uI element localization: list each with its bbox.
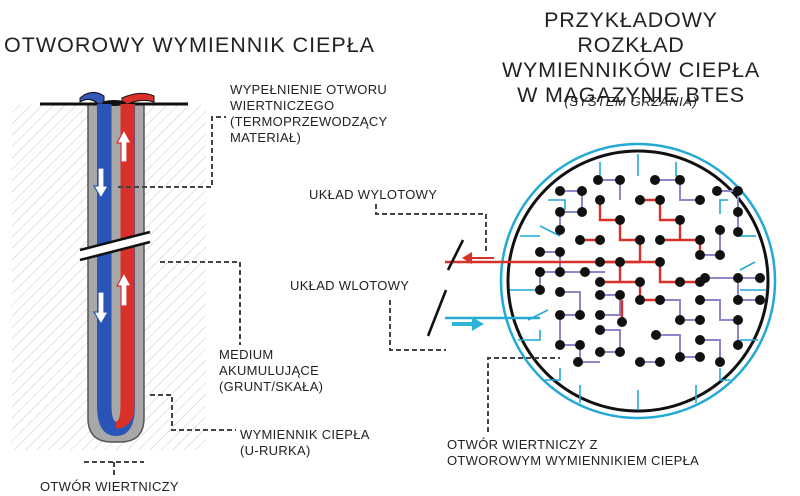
up-arrow-icon <box>115 128 133 307</box>
inlet-break-mark <box>426 289 448 337</box>
right-title: PRZYKŁADOWY ROZKŁAD WYMIENNIKÓW CIEPŁA W… <box>488 8 774 108</box>
inlet-grid <box>510 154 766 410</box>
down-arrow-icon <box>92 167 110 326</box>
label-line: (GRUNT/SKAŁA) <box>219 379 324 394</box>
label-inlet-system: UKŁAD WLOTOWY <box>290 278 410 293</box>
break-mark <box>79 230 151 262</box>
outlet-break-mark <box>446 239 465 271</box>
label-line: (TERMOPRZEWODZĄCY <box>230 114 388 129</box>
label-line: MEDIUM <box>219 347 274 362</box>
u-tube-hot-inner <box>115 104 135 429</box>
label-borehole-fill: WYPEŁNIENIE OTWORU WIERTNICZEGO (TERMOPR… <box>230 82 387 146</box>
u-tube-cold-outer <box>97 104 117 436</box>
label-line: WYPEŁNIENIE OTWORU <box>230 82 388 97</box>
borehole-shape <box>87 103 145 443</box>
branch-pipes <box>539 179 760 363</box>
btes-outer-ring <box>499 142 777 420</box>
right-title-line: WYMIENNIKÓW CIEPŁA <box>501 58 761 82</box>
left-title: OTWOROWY WYMIENNIK CIEPŁA <box>4 33 376 57</box>
borehole-section <box>12 92 241 476</box>
label-borehole: OTWÓR WIERTNICZY <box>40 479 179 494</box>
label-line: OTWÓR WIERTNICZY Z <box>447 437 598 452</box>
right-title-line: W MAGAZYNIE BTES <box>517 83 745 107</box>
label-borehole-with-exchanger: OTWÓR WIERTNICZY Z OTWOROWYM WYMIENNIKIE… <box>447 437 699 469</box>
right-subtitle: (SYSTEM GRZANIA) <box>564 94 698 109</box>
label-line: MATERIAŁ) <box>230 130 302 145</box>
right-title-line: PRZYKŁADOWY ROZKŁAD <box>544 8 718 57</box>
label-line: WYMIENNIK CIEPŁA <box>240 427 370 442</box>
cold-pipe-cap <box>79 92 105 105</box>
outlet-arrow-icon <box>462 252 494 264</box>
btes-inner-ring <box>506 149 770 413</box>
u-tube-cold-inner <box>104 104 117 429</box>
hot-pipe-cap <box>121 92 155 105</box>
label-heat-exchanger: WYMIENNIK CIEPŁA (U-RURKA) <box>240 427 370 459</box>
label-line: AKUMULUJĄCE <box>219 363 320 378</box>
btes-field <box>375 142 777 432</box>
leader-lines <box>84 116 241 476</box>
borehole-dots <box>535 175 765 367</box>
inlet-arrow-icon <box>452 317 484 331</box>
label-line: OTWOROWYM WYMIENNIKIEM CIEPŁA <box>447 453 700 468</box>
label-storage-medium: MEDIUM AKUMULUJĄCE (GRUNT/SKAŁA) <box>219 347 323 395</box>
label-line: (U-RURKA) <box>240 443 311 458</box>
label-outlet-system: UKŁAD WYLOTOWY <box>309 187 438 202</box>
label-line: WIERTNICZEGO <box>230 98 335 113</box>
field-leader-lines <box>375 204 560 432</box>
